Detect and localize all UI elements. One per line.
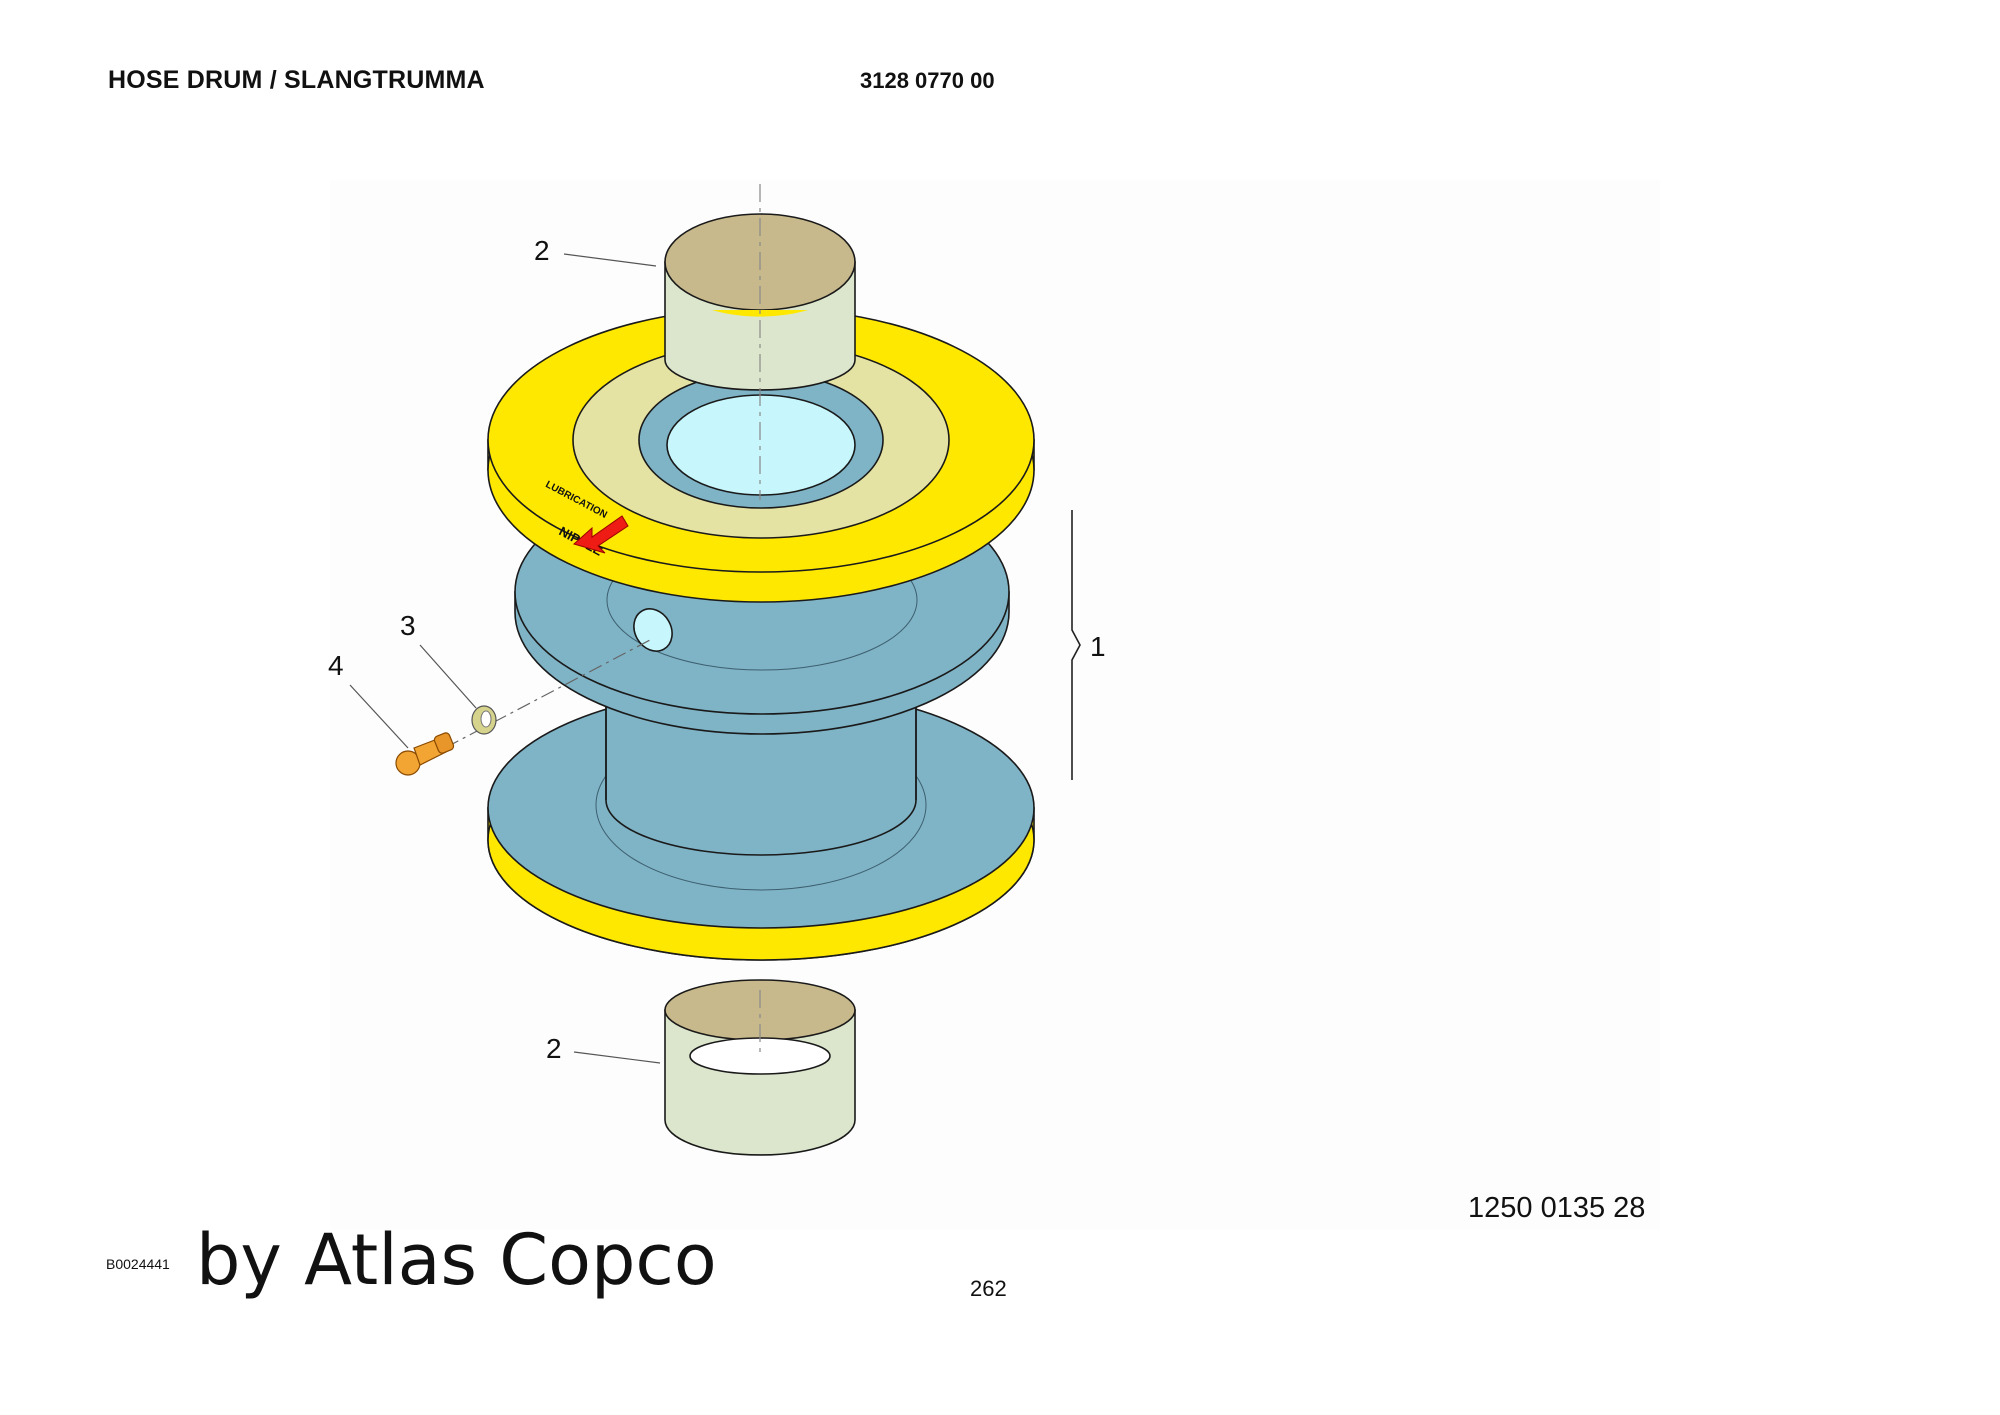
callout-1-bracket xyxy=(1071,510,1081,780)
assembly-axis-line xyxy=(421,639,651,761)
lubrication-nipple xyxy=(395,732,455,776)
page-title: HOSE DRUM / SLANGTRUMMA xyxy=(108,66,485,94)
page-number: 262 xyxy=(970,1276,1007,1301)
callouts: 2 2 3 4 1 xyxy=(328,235,1106,1064)
callout-3: 3 xyxy=(400,610,416,641)
document-number: 3128 0770 00 xyxy=(860,68,995,93)
figure-id: B0024441 xyxy=(106,1256,170,1272)
callout-2-bottom: 2 xyxy=(546,1033,562,1064)
callout-2-top: 2 xyxy=(534,235,550,266)
washer xyxy=(471,705,497,735)
top-flange xyxy=(487,307,1035,603)
bottom-bushing xyxy=(664,979,856,1156)
lubrication-arrow-icon xyxy=(572,515,629,554)
callout-4: 4 xyxy=(328,650,344,681)
watermark-text: by Atlas Copco xyxy=(196,1219,717,1301)
callout-1: 1 xyxy=(1090,631,1106,662)
part-number: 1250 0135 28 xyxy=(1468,1192,1646,1224)
